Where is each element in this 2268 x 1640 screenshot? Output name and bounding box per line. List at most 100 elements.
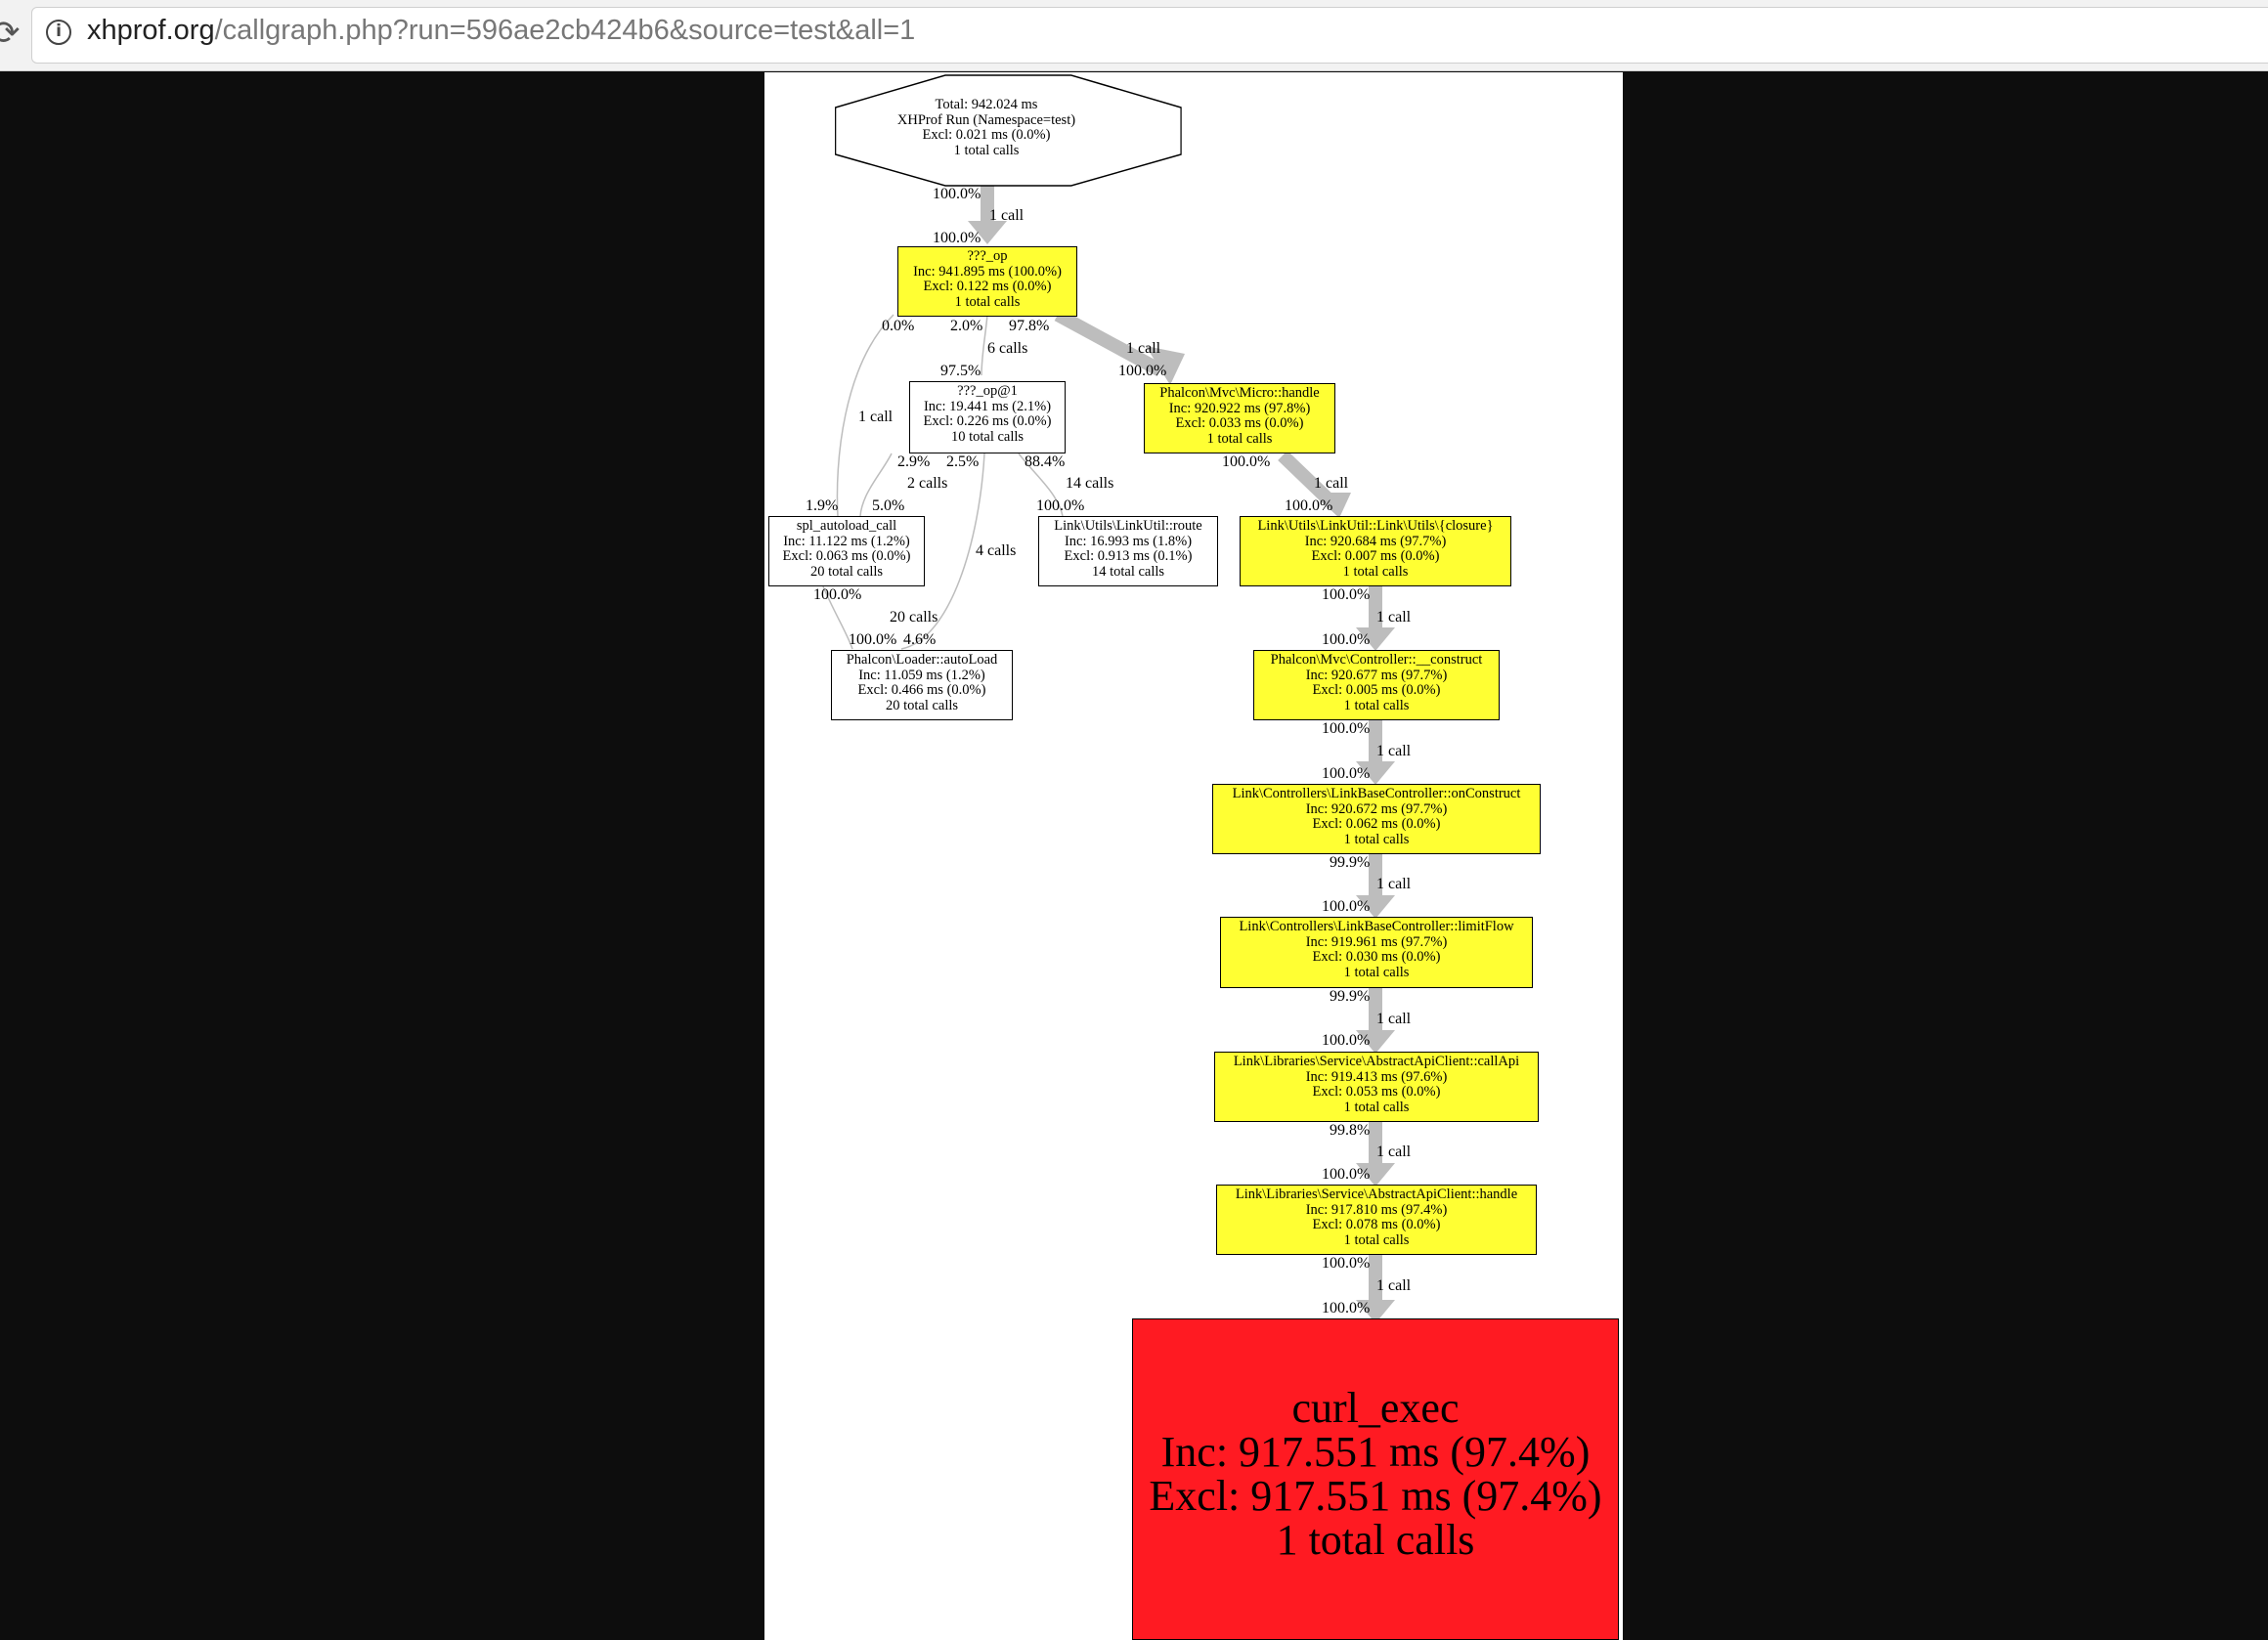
node-line: Excl: 0.226 ms (0.0%) bbox=[923, 413, 1052, 429]
node-line: 1 total calls bbox=[1343, 1231, 1410, 1248]
node-callapi[interactable]: Link\Libraries\Service\AbstractApiClient… bbox=[1214, 1052, 1539, 1122]
node-line: Inc: 917.810 ms (97.4%) bbox=[1305, 1201, 1448, 1218]
edge-label: 6 calls bbox=[987, 340, 1028, 357]
edge-label: 1 call bbox=[1126, 340, 1161, 357]
edge-label: 20 calls bbox=[890, 609, 938, 626]
node-autoload[interactable]: Phalcon\Loader::autoLoad Inc: 11.059 ms … bbox=[831, 650, 1013, 720]
edge-label: 14 calls bbox=[1066, 475, 1114, 492]
edge-label: 1 call bbox=[1376, 743, 1412, 759]
edge-label: 100.0% bbox=[1322, 1300, 1371, 1316]
edge-label: 100.0% bbox=[1322, 1166, 1371, 1183]
edge-label: 100.0% bbox=[1322, 720, 1371, 737]
node-line: Link\Libraries\Service\AbstractApiClient… bbox=[1235, 1187, 1518, 1202]
url-path: /callgraph.php?run=596ae2cb424b6&source=… bbox=[214, 15, 916, 46]
edge-label: 0.0% bbox=[882, 318, 915, 334]
node-line: Inc: 19.441 ms (2.1%) bbox=[923, 398, 1052, 414]
node-limitflow[interactable]: Link\Controllers\LinkBaseController::lim… bbox=[1220, 917, 1533, 988]
edge-label: 1 call bbox=[1376, 1144, 1412, 1160]
edge-label: 100.0% bbox=[813, 586, 862, 603]
node-line: Link\Utils\LinkUtil::Link\Utils\{closure… bbox=[1257, 518, 1494, 534]
node-line: ???_op bbox=[967, 248, 1008, 264]
edge-label: 88.4% bbox=[1025, 453, 1066, 470]
edge-op-micro bbox=[1054, 308, 1164, 377]
edge-label: 2.9% bbox=[897, 453, 931, 470]
node-curl-exec[interactable]: curl_exec Inc: 917.551 ms (97.4%) Excl: … bbox=[1132, 1318, 1619, 1640]
node-line: Inc: 941.895 ms (100.0%) bbox=[913, 263, 1062, 280]
edge-label: 100.0% bbox=[1285, 497, 1333, 514]
node-line: Inc: 11.059 ms (1.2%) bbox=[858, 667, 985, 683]
edge-label: 99.9% bbox=[1330, 988, 1371, 1005]
node-line: Inc: 917.551 ms (97.4%) bbox=[1160, 1428, 1591, 1476]
edge-label: 100.0% bbox=[1322, 1032, 1371, 1049]
node-construct[interactable]: Phalcon\Mvc\Controller::__construct Inc:… bbox=[1253, 650, 1500, 720]
node-line: Excl: 917.551 ms (97.4%) bbox=[1149, 1472, 1602, 1520]
node-line: 1 total calls bbox=[953, 142, 1020, 158]
node-line: Excl: 0.030 ms (0.0%) bbox=[1312, 949, 1441, 965]
node-line: Phalcon\Mvc\Controller::__construct bbox=[1270, 652, 1483, 668]
edge-label: 100.0% bbox=[1222, 453, 1271, 470]
url-text[interactable]: xhprof.org/callgraph.php?run=596ae2cb424… bbox=[87, 15, 915, 47]
edge-label: 5.0% bbox=[872, 497, 905, 514]
root-node-shape bbox=[835, 74, 1182, 187]
edge-label: 4 calls bbox=[976, 542, 1017, 559]
node-line: Total: 942.024 ms bbox=[935, 97, 1038, 112]
node-micro-handle[interactable]: Phalcon\Mvc\Micro::handle Inc: 920.922 m… bbox=[1144, 383, 1335, 453]
node-line: curl_exec bbox=[1291, 1384, 1460, 1432]
node-line: Link\Utils\LinkUtil::route bbox=[1054, 518, 1202, 534]
node-op[interactable]: ???_op Inc: 941.895 ms (100.0%) Excl: 0.… bbox=[897, 246, 1077, 317]
edge-label: 2.5% bbox=[946, 453, 980, 470]
edge-label: 99.8% bbox=[1330, 1122, 1371, 1139]
url-host: xhprof.org bbox=[87, 15, 215, 46]
node-line: Inc: 920.677 ms (97.7%) bbox=[1305, 667, 1448, 683]
node-onconstruct[interactable]: Link\Controllers\LinkBaseController::onC… bbox=[1212, 784, 1541, 854]
node-line: Excl: 0.078 ms (0.0%) bbox=[1312, 1217, 1441, 1232]
edge-label: 99.9% bbox=[1330, 854, 1371, 871]
edge-label: 1 call bbox=[858, 409, 894, 425]
reload-icon[interactable]: ⟳ bbox=[0, 14, 21, 53]
node-closure[interactable]: Link\Utils\LinkUtil::Link\Utils\{closure… bbox=[1240, 516, 1511, 586]
edge-label: 100.0% bbox=[933, 186, 981, 202]
node-op1[interactable]: ???_op@1 Inc: 19.441 ms (2.1%) Excl: 0.2… bbox=[909, 381, 1066, 453]
node-line: Phalcon\Loader::autoLoad bbox=[846, 652, 998, 668]
node-apihandle[interactable]: Link\Libraries\Service\AbstractApiClient… bbox=[1216, 1185, 1537, 1255]
node-line: Inc: 16.993 ms (1.8%) bbox=[1064, 533, 1193, 549]
info-icon[interactable]: i bbox=[46, 20, 71, 45]
node-line: 1 total calls bbox=[1206, 430, 1273, 447]
node-line: Excl: 0.053 ms (0.0%) bbox=[1312, 1084, 1441, 1100]
edge-label: 100.0% bbox=[1322, 898, 1371, 915]
edge-label: 97.8% bbox=[1009, 318, 1050, 334]
node-line: 1 total calls bbox=[1343, 697, 1410, 713]
edge-label: 1 call bbox=[1376, 876, 1412, 892]
node-line: Excl: 0.007 ms (0.0%) bbox=[1311, 548, 1440, 564]
edge-label: 100.0% bbox=[1118, 363, 1167, 379]
node-line: 14 total calls bbox=[1091, 563, 1165, 580]
edge-label: 100.0% bbox=[1322, 765, 1371, 782]
node-line: Excl: 0.063 ms (0.0%) bbox=[782, 548, 911, 564]
edge-label: 100.0% bbox=[1036, 497, 1085, 514]
edge-label: 1 call bbox=[1376, 609, 1412, 626]
node-line: Inc: 920.684 ms (97.7%) bbox=[1304, 533, 1447, 549]
edge-arrow bbox=[1356, 895, 1395, 919]
address-bar[interactable]: i xhprof.org/callgraph.php?run=596ae2cb4… bbox=[31, 7, 2268, 64]
node-spl-autoload[interactable]: spl_autoload_call Inc: 11.122 ms (1.2%) … bbox=[768, 516, 925, 586]
edge-label: 1 call bbox=[1314, 475, 1349, 492]
edge-op1-autoload bbox=[900, 453, 985, 650]
node-route[interactable]: Link\Utils\LinkUtil::route Inc: 16.993 m… bbox=[1038, 516, 1218, 586]
edge-label: 1 call bbox=[989, 207, 1025, 224]
edge-op-spl bbox=[836, 314, 894, 517]
node-line: Link\Controllers\LinkBaseController::onC… bbox=[1232, 786, 1521, 801]
edge-label: 1 call bbox=[1376, 1011, 1412, 1027]
edge-arrow bbox=[1356, 761, 1395, 785]
node-line: XHProf Run (Namespace=test) bbox=[896, 111, 1076, 128]
edge-label: 100.0% bbox=[933, 230, 981, 246]
edge-arrow bbox=[1146, 346, 1185, 385]
edge-op1-route bbox=[1018, 453, 1064, 517]
node-line: Excl: 0.466 ms (0.0%) bbox=[857, 682, 986, 698]
node-line: 20 total calls bbox=[809, 563, 884, 580]
node-line: Inc: 919.413 ms (97.6%) bbox=[1305, 1068, 1448, 1085]
edge-arrow bbox=[1356, 1030, 1395, 1054]
edge-op1-spl bbox=[859, 453, 893, 517]
browser-toolbar: ⟳ i xhprof.org/callgraph.php?run=596ae2c… bbox=[0, 0, 2268, 71]
node-line: 10 total calls bbox=[950, 428, 1025, 445]
node-line: 20 total calls bbox=[885, 697, 959, 713]
